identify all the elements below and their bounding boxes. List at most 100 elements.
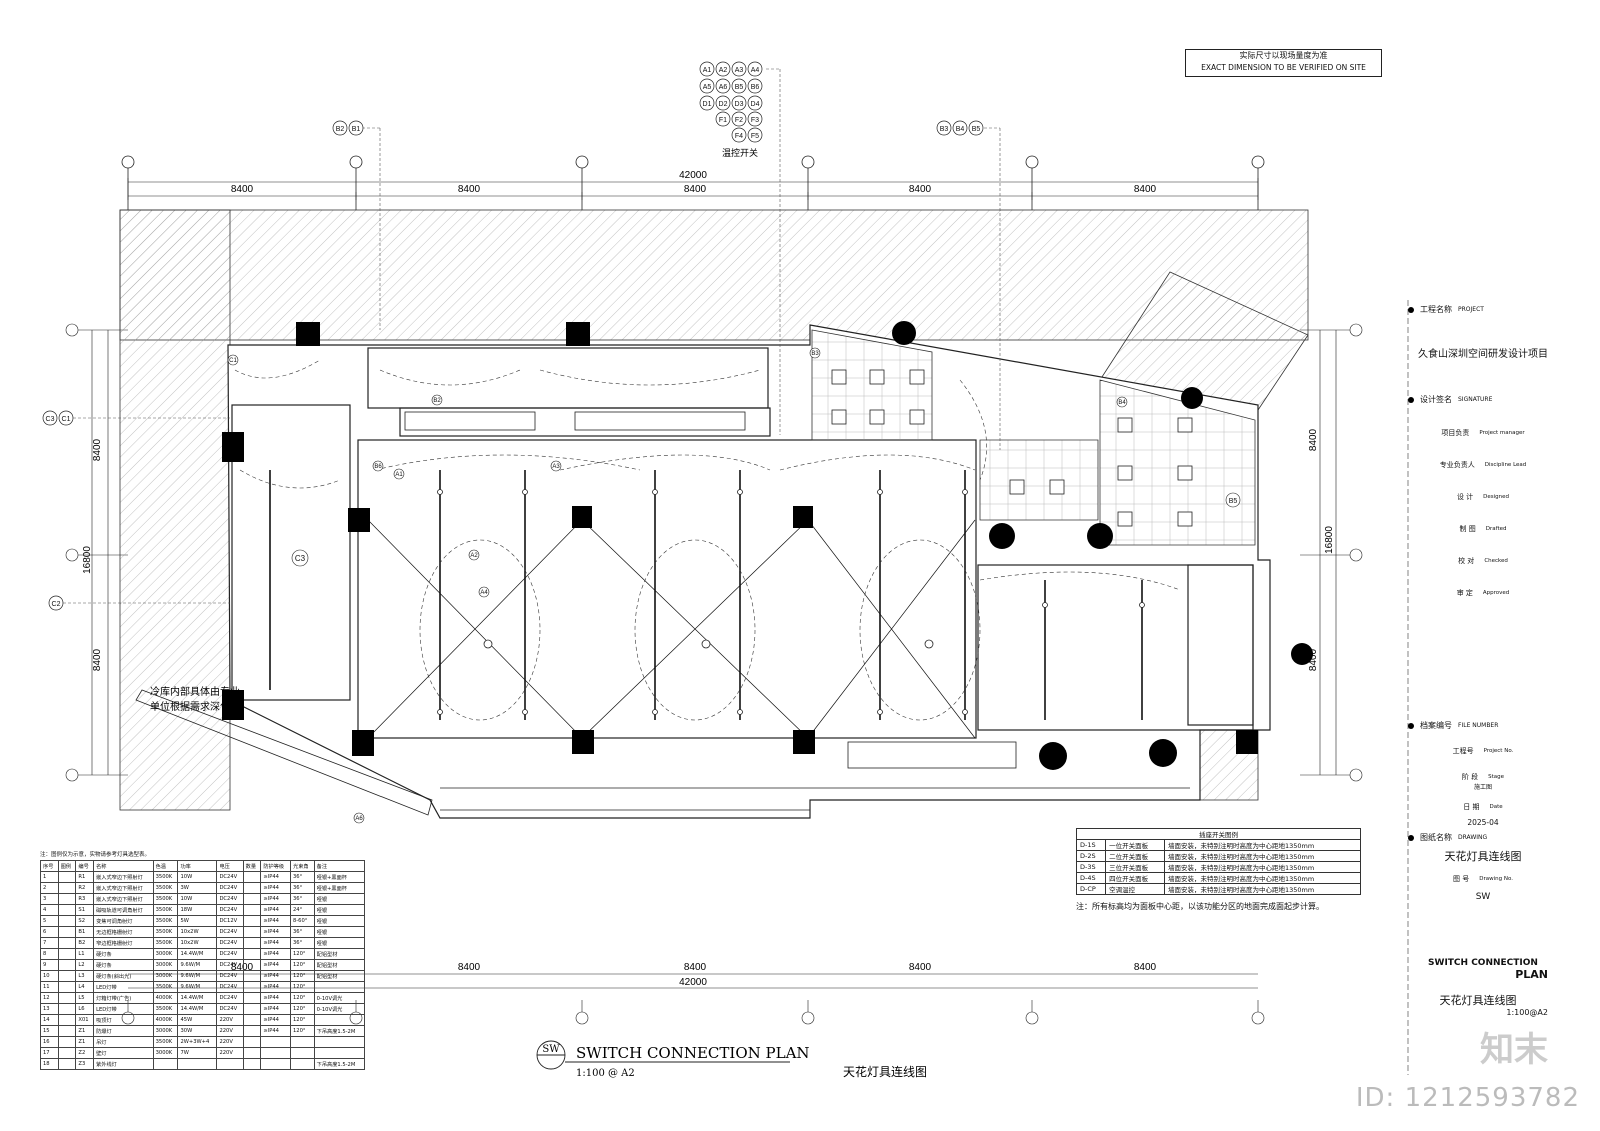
top-note-en: EXACT DIMENSION TO BE VERIFIED ON SITE [1201,63,1366,72]
table-cell: 10x2W [177,926,218,938]
table-cell: 14.4W/M [177,992,218,1004]
table-cell [57,992,77,1004]
table-cell: 3500K [152,882,179,894]
table-cell: 嵌入式窄边下照射灯 [93,893,154,905]
table-cell: S1 [75,904,95,916]
table-cell: ≥IP44 [260,893,291,905]
table-cell: 哑银 [313,893,366,905]
table-cell: R3 [75,893,95,905]
table-cell: 硬灯条 [93,948,154,960]
table-cell [57,937,77,949]
table-cell: 17 [40,1047,59,1059]
table-cell [57,1025,77,1037]
table-cell [290,1047,315,1059]
table-cell [242,882,262,894]
table-cell: 7 [40,937,59,949]
svg-text:A5: A5 [703,84,712,91]
table-cell [242,904,262,916]
plan-title-scale: 1:100 @ A2 [576,1068,635,1079]
switch-legend-title: 插座开关图例 [1076,828,1361,840]
table-cell: 8-60° [290,915,315,927]
table-cell [313,1014,366,1026]
table-header: 色温 [152,860,179,872]
table-cell: ≥IP44 [260,948,291,960]
table-cell: 变焦可调角射灯 [93,915,154,927]
table-cell: 3500K [152,1003,179,1015]
plan-title-tag: SW [542,1044,560,1055]
table-cell: 硬灯条 [93,959,154,971]
table-cell: ≥IP44 [260,959,291,971]
table-cell: 3000K [152,1025,179,1037]
table-cell: 0-10V调光 [313,992,366,1004]
bullet-icon [1408,306,1414,313]
table-cell: 16 [40,1036,59,1048]
table-cell: ≥IP44 [260,1003,291,1015]
table-cell [313,1036,366,1048]
table-cell: 13 [40,1003,59,1015]
downlights [437,489,1145,715]
table-cell [260,1058,291,1070]
table-cell: 壁灯 [93,1047,154,1059]
table-cell: 120° [290,970,315,982]
table-cell: 下吊高度1.5-2M [313,1025,366,1037]
table-cell: ≥IP44 [260,871,291,883]
table-cell: 14.4W/M [177,1003,218,1015]
table-cell [57,904,77,916]
table-cell: 7W [177,1047,218,1059]
table-cell: DC24V [216,882,244,894]
table-cell: 10x2W [177,937,218,949]
table-cell: R2 [75,882,95,894]
tag-b4: B4 [956,126,965,133]
table-cell [57,1036,77,1048]
table-cell [57,871,77,883]
table-cell: 紫外线灯 [93,1058,154,1070]
table-cell: 18 [40,1058,59,1070]
svg-text:A4: A4 [751,67,760,74]
table-cell: 4000K [152,1014,179,1026]
dim-bay-4: 8400 [909,184,932,195]
lamp-legend-note: 注：图例仅为示意，实物请参考灯具选型表。 [40,852,151,858]
table-cell: X01 [75,1014,95,1026]
table-cell: 15 [40,1025,59,1037]
tb-plan-title-1: SWITCH CONNECTION [1428,958,1538,968]
table-cell: 5 [40,915,59,927]
dim-right-upper: 8400 [1308,428,1319,451]
table-cell: 3500K [152,904,179,916]
table-cell: 9.6W/M [177,970,218,982]
table-cell: 3500K [152,915,179,927]
table-cell: 14.4W/M [177,948,218,960]
table-cell [242,981,262,993]
grid-c3: C3 [46,416,55,423]
zone-a5: A5 [0,0,4,2]
top-grid-bubbles [121,155,1265,210]
switch-legend-note: 注：所有标高均为面板中心距，以该功能分区的地面完成面起步计算。 [1076,902,1324,911]
table-cell: 3500K [152,926,179,938]
svg-text:F5: F5 [751,133,759,140]
table-header: 电压 [216,860,244,872]
tag-b1: B1 [352,126,361,133]
table-cell: 防爆灯 [93,1025,154,1037]
svg-text:A6: A6 [719,84,728,91]
dim-bay-b5: 8400 [1134,962,1157,973]
table-cell: LED灯带 [93,1003,154,1015]
table-header: 序号 [40,860,59,872]
dim-left-total: 16800 [82,546,93,574]
table-cell [242,871,262,883]
bullet-icon [1408,834,1414,841]
table-cell: R1 [75,871,95,883]
table-cell: DC24V [216,893,244,905]
table-cell: DC24V [216,948,244,960]
table-cell: B1 [75,926,95,938]
dim-bay-2: 8400 [458,184,481,195]
